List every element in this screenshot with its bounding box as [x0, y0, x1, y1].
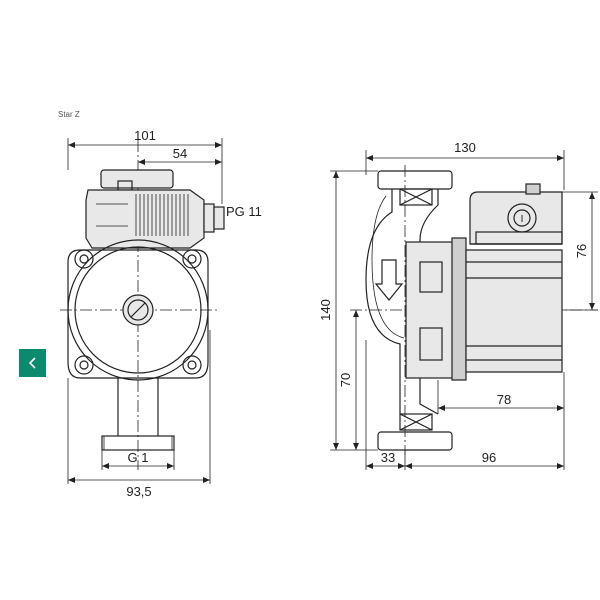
- speed-selector-mark: I: [521, 214, 524, 225]
- bottom-nut: [399, 413, 433, 431]
- dim-130: 130: [454, 140, 476, 155]
- corner-boss-bl: [74, 355, 94, 375]
- volute-inner-line: [371, 195, 405, 339]
- dim-140: 140: [318, 299, 333, 321]
- side-terminal-box: [469, 191, 563, 245]
- pump-body-outline: [365, 189, 439, 415]
- terminal-box: [85, 189, 205, 249]
- motor-collar: [451, 237, 467, 381]
- bottom-flange: [377, 431, 453, 451]
- flow-arrow-icon: [374, 259, 404, 301]
- motor-flange: [405, 241, 455, 379]
- dim-101: 101: [134, 128, 156, 143]
- previous-button[interactable]: [19, 349, 46, 377]
- front-view: 101 54 PG 11 G 1 93,5: [60, 128, 262, 499]
- corner-boss-br: [182, 355, 202, 375]
- cable-gland-label: PG 11: [226, 204, 262, 219]
- dim-76: 76: [574, 244, 589, 258]
- cable-gland-body: [213, 206, 225, 230]
- side-view: I 130 140 70 76 78 33 96: [318, 140, 598, 470]
- motor-inner-circle: [74, 246, 202, 374]
- pump-housing-outline: [67, 249, 209, 379]
- corner-boss-tl: [74, 249, 94, 269]
- terminal-box-fins: [96, 194, 189, 236]
- top-flange: [377, 170, 453, 190]
- outlet-pipe: [117, 378, 159, 436]
- dim-78: 78: [497, 392, 511, 407]
- thread-label: G 1: [128, 450, 149, 465]
- motor-outer-circle: [67, 239, 209, 381]
- motor-body: [465, 249, 563, 373]
- dim-93-5: 93,5: [126, 484, 151, 499]
- outlet-flange: [101, 435, 175, 451]
- dim-96: 96: [482, 450, 496, 465]
- terminal-box-lid: [100, 169, 174, 189]
- diagram-caption: Star Z: [58, 110, 80, 119]
- corner-boss-tr: [182, 249, 202, 269]
- chevron-left-icon: [28, 357, 36, 369]
- dim-54: 54: [173, 146, 187, 161]
- top-nut: [399, 188, 433, 206]
- dim-70: 70: [338, 373, 353, 387]
- cable-gland-nut: [203, 203, 215, 233]
- terminal-cap: [525, 183, 541, 195]
- dim-33: 33: [381, 450, 395, 465]
